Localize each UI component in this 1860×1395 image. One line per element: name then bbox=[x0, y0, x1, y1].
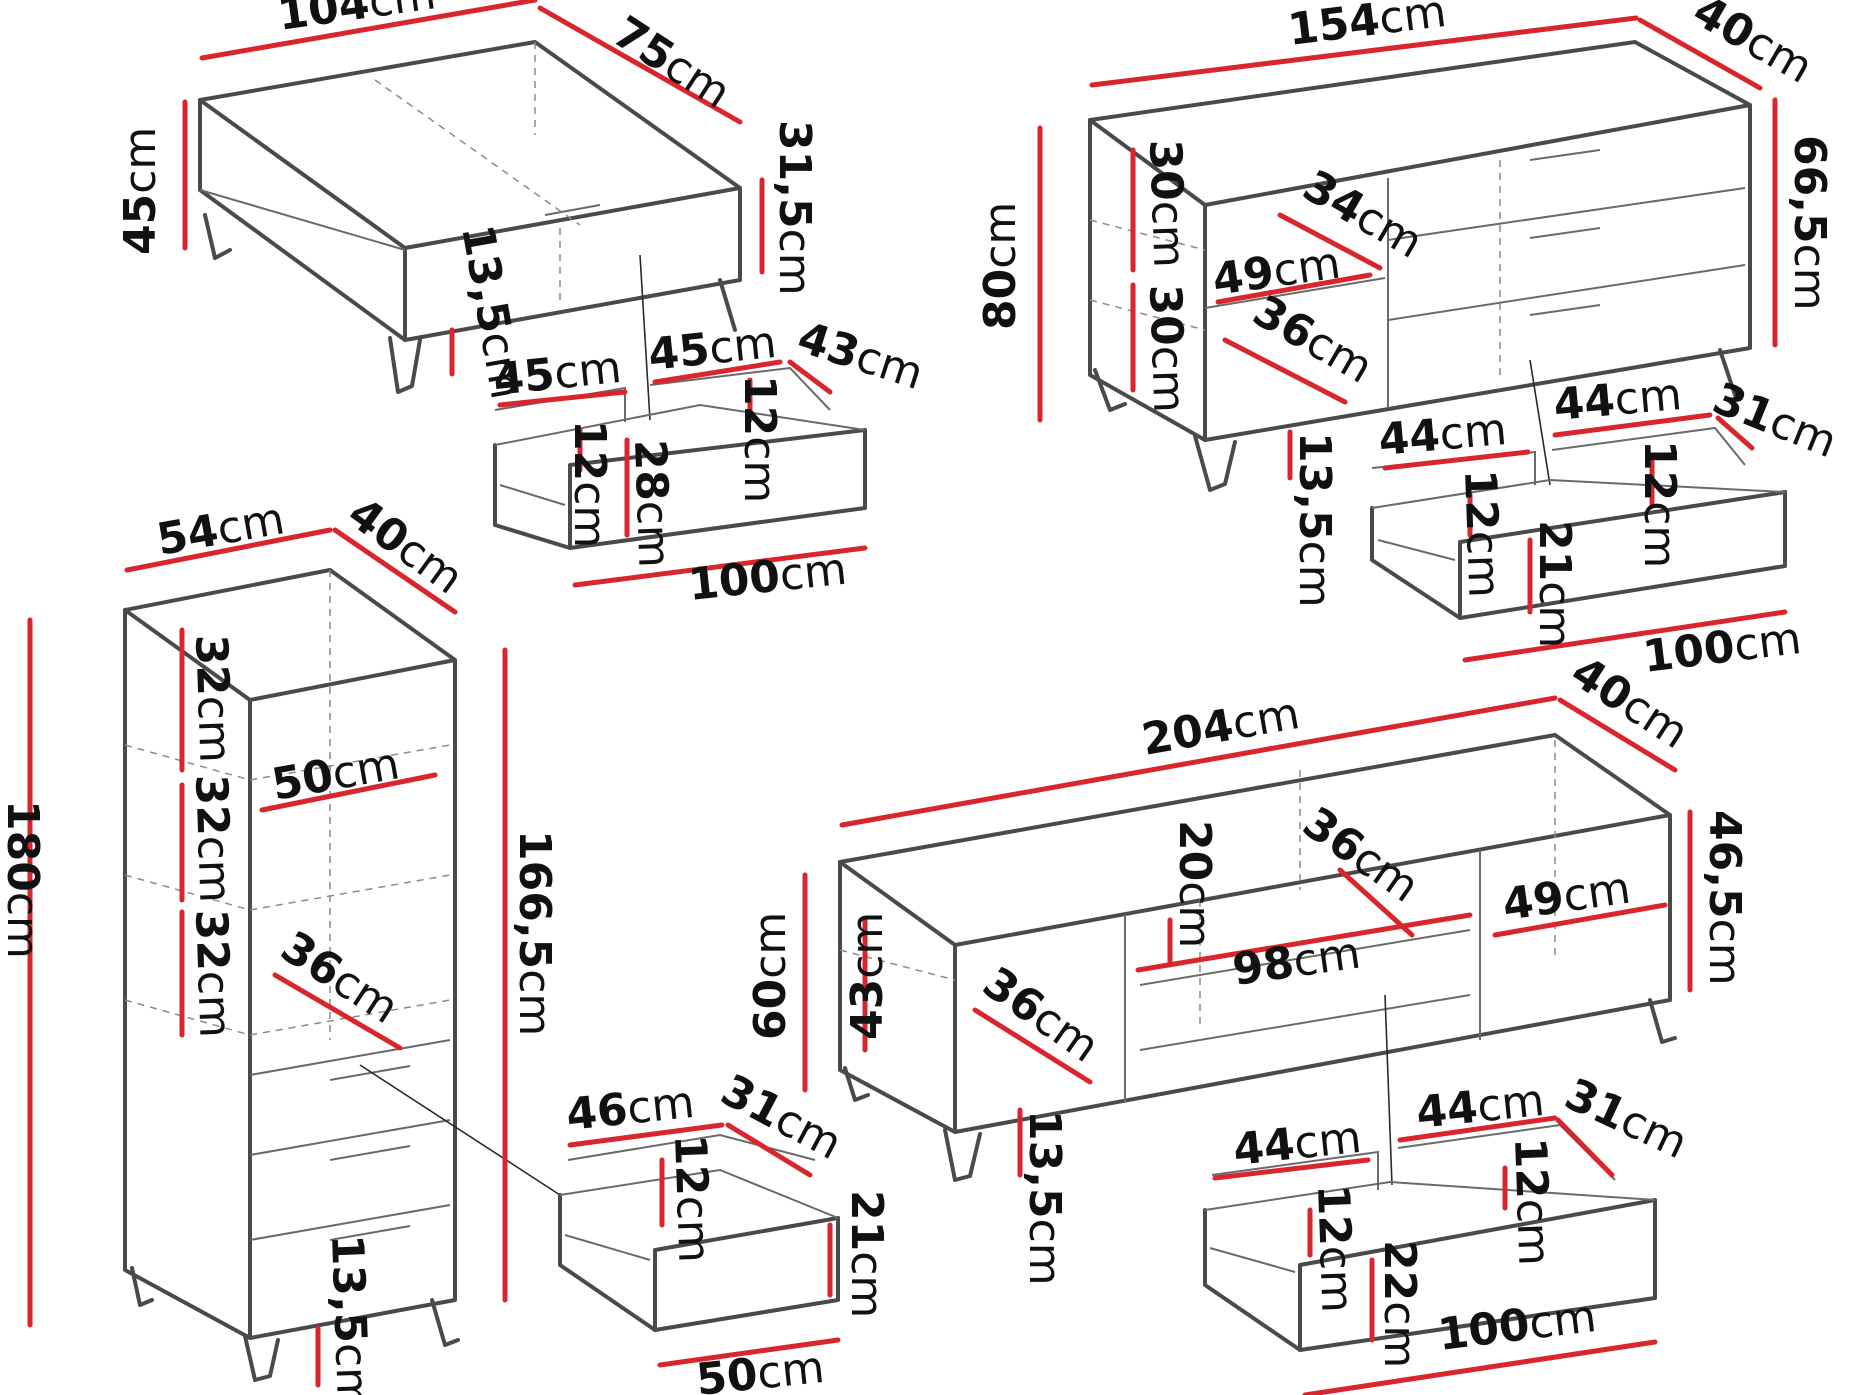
sideboard-width: 154cm bbox=[1285, 0, 1449, 56]
sideboard-drawer-inner-height-right: 12cm bbox=[1634, 440, 1685, 568]
tv-stand-right-width: 49cm bbox=[1499, 863, 1633, 931]
tall-cabinet-drawer-front-height: 21cm bbox=[841, 1190, 892, 1318]
tall-cabinet-width: 54cm bbox=[153, 493, 288, 566]
coffee-table-top-height: 31,5cm bbox=[769, 120, 820, 296]
tv-stand-drawing bbox=[838, 733, 1677, 1352]
tall-cabinet-shelf-gap-2: 32cm bbox=[185, 774, 240, 904]
sideboard-dimensions bbox=[1037, 15, 1788, 663]
tv-stand-inner-height: 43cm bbox=[842, 912, 893, 1040]
sideboard-compartment-inner-depth: 36cm bbox=[1245, 285, 1382, 393]
coffee-table-drawer-total-width: 100cm bbox=[686, 544, 849, 611]
coffee-table-dimensions bbox=[182, 0, 868, 588]
tv-stand-drawer-depth: 31cm bbox=[1557, 1069, 1695, 1169]
tall-cabinet-dimensions bbox=[27, 527, 841, 1388]
tv-stand-height: 60cm bbox=[745, 912, 796, 1040]
tall-cabinet-drawer-depth: 31cm bbox=[713, 1065, 850, 1170]
tv-stand-drawer-width-left: 44cm bbox=[1231, 1112, 1364, 1176]
coffee-table-drawer-width-right: 45cm bbox=[646, 317, 779, 381]
tall-cabinet-shelf-gap-1: 32cm bbox=[185, 634, 240, 764]
coffee-table-drawer-inner-height-right: 12cm bbox=[734, 375, 785, 503]
tv-stand-drawer-inner-height-right: 12cm bbox=[1504, 1137, 1559, 1267]
tall-cabinet-drawing bbox=[123, 568, 840, 1382]
sideboard-shelf-lower: 30cm bbox=[1139, 284, 1194, 414]
coffee-table-depth: 75cm bbox=[604, 6, 739, 119]
sideboard-compartment-width: 49cm bbox=[1209, 238, 1343, 306]
tall-cabinet-shelf-depth: 36cm bbox=[272, 921, 407, 1034]
tv-stand-niche-height: 20cm bbox=[1169, 820, 1220, 948]
sideboard-leg-height: 13,5cm bbox=[1289, 432, 1340, 608]
tv-stand-body-height: 46,5cm bbox=[1699, 810, 1750, 986]
coffee-table-drawer-depth: 43cm bbox=[792, 312, 930, 400]
tall-cabinet-height: 180cm bbox=[0, 800, 48, 959]
tall-cabinet-drawer-inner-height: 12cm bbox=[664, 1134, 719, 1264]
tv-stand-niche-depth: 36cm bbox=[1294, 797, 1428, 912]
tall-cabinet-leg-height: 13,5cm bbox=[321, 1234, 378, 1395]
sideboard-drawer-inner-height-left: 12cm bbox=[1454, 469, 1509, 599]
tv-stand-drawer-front-height: 22cm bbox=[1374, 1240, 1425, 1368]
tall-cabinet-drawer-total-width: 50cm bbox=[694, 1342, 827, 1395]
sideboard-drawer-front-height: 21cm bbox=[1529, 520, 1580, 648]
tv-stand-drawer-width-right: 44cm bbox=[1414, 1075, 1547, 1139]
coffee-table-drawer-front-height: 28cm bbox=[624, 439, 679, 569]
coffee-table-height: 45cm bbox=[115, 127, 166, 255]
coffee-table-width: 104cm bbox=[274, 0, 438, 41]
tv-stand-width: 204cm bbox=[1138, 688, 1303, 766]
sideboard-drawer-width-left: 44cm bbox=[1377, 404, 1509, 466]
coffee-table-drawer-width-left: 45cm bbox=[491, 342, 624, 406]
coffee-table-drawing bbox=[198, 40, 867, 550]
tall-cabinet-shelf-width: 50cm bbox=[268, 738, 403, 811]
coffee-table-drawer-inner-height-left: 12cm bbox=[564, 420, 615, 548]
sideboard-drawer-width-right: 44cm bbox=[1552, 369, 1684, 431]
sideboard-labels: 154cm 40cm 80cm 66,5cm 30cm 30cm 34cm 49… bbox=[975, 0, 1844, 683]
sideboard-drawer-total-width: 100cm bbox=[1640, 613, 1804, 683]
sideboard-body-height: 66,5cm bbox=[1784, 135, 1835, 311]
tall-cabinet-body-height: 166,5cm bbox=[509, 830, 560, 1036]
tall-cabinet-shelf-gap-3: 32cm bbox=[185, 909, 240, 1039]
tv-stand-drawer-total-width: 100cm bbox=[1435, 1291, 1599, 1361]
tv-stand-left-depth: 36cm bbox=[974, 957, 1108, 1072]
tv-stand-dimensions bbox=[802, 695, 1693, 1395]
sideboard-height: 80cm bbox=[975, 202, 1026, 330]
tv-stand-drawer-inner-height-left: 12cm bbox=[1307, 1184, 1362, 1314]
sideboard-drawer-depth: 31cm bbox=[1706, 373, 1844, 468]
tv-stand-middle-width: 98cm bbox=[1229, 928, 1363, 996]
tall-cabinet-drawer-width: 46cm bbox=[564, 1077, 697, 1141]
sideboard-shelf-upper: 30cm bbox=[1139, 139, 1194, 269]
tv-stand-leg-height: 13,5cm bbox=[1019, 1110, 1070, 1286]
sideboard-depth: 40cm bbox=[1685, 0, 1822, 94]
